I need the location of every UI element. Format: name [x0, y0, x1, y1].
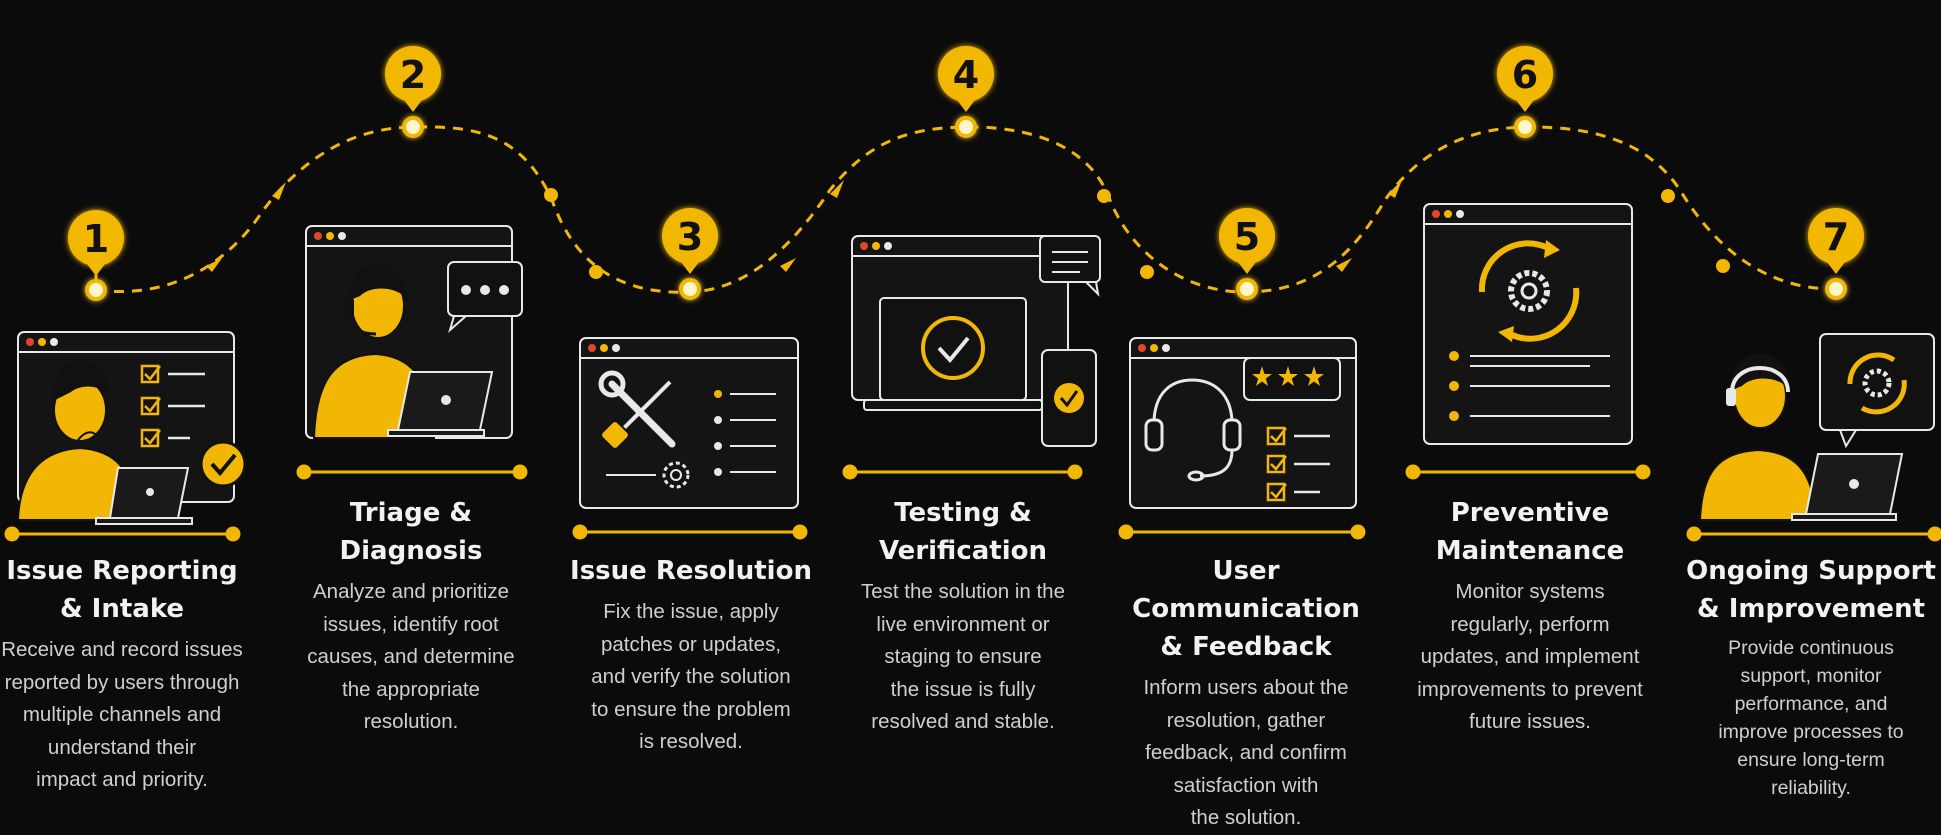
chat-bubble-icon: [1039, 235, 1101, 297]
marker-number: 7: [1823, 215, 1849, 259]
flow-path-layer: 1 2 3 4 5 6: [4, 46, 1941, 542]
step-title: Issue Reporting & Intake: [6, 556, 238, 624]
step-title: User Communication & Feedback: [1132, 556, 1360, 662]
step-title: Ongoing Support & Improvement: [1686, 556, 1936, 624]
marker-number: 5: [1234, 215, 1260, 259]
step-description: Fix the issue, apply patches or updates,…: [591, 600, 791, 753]
step-description: Analyze and prioritize issues, identify …: [307, 580, 515, 733]
marker-number: 3: [677, 215, 703, 259]
step-description: Provide continuous support, monitor perf…: [1718, 637, 1904, 799]
path-arrows: [206, 180, 1402, 272]
person-thinking-icon: [16, 361, 140, 521]
illustration-step-5: [1129, 337, 1357, 509]
marker-6: 6: [1497, 46, 1553, 138]
step-description: Receive and record issues reported by us…: [1, 638, 243, 791]
check-badge-icon: [199, 440, 247, 488]
path-nodes: [544, 188, 1730, 279]
marker-3: 3: [662, 208, 718, 300]
marker-number: 4: [953, 53, 979, 97]
headset-agent-icon: [1698, 353, 1818, 521]
list-icon: [714, 390, 776, 476]
step-7: Ongoing Support & Improvement Provide co…: [1684, 552, 1938, 802]
step-title: Preventive Maintenance: [1435, 498, 1625, 566]
step-5: User Communication & Feedback Inform use…: [1110, 552, 1382, 835]
marker-5: 5: [1219, 208, 1275, 300]
marker-number: 1: [83, 217, 109, 261]
laptop-icon: [95, 467, 193, 525]
process-infographic: 1 2 3 4 5 6: [0, 46, 1941, 829]
marker-2: 2: [385, 46, 441, 138]
step-2: Triage & Diagnosis Analyze and prioritiz…: [284, 494, 538, 739]
window-icon: [1423, 203, 1633, 445]
marker-7: 7: [1808, 208, 1864, 300]
checklist-icon: [1266, 426, 1330, 502]
step-description: Test the solution in the live environmen…: [861, 580, 1065, 733]
illustration-step-4: [851, 235, 1101, 447]
step-3: Issue Resolution Fix the issue, apply pa…: [566, 552, 816, 759]
illustration-step-2: [305, 225, 523, 439]
checklist-icon: [140, 364, 205, 448]
marker-1: 1: [68, 210, 124, 301]
illustration-step-3: [579, 337, 799, 509]
step-4: Testing & Verification Test the solution…: [838, 494, 1088, 739]
gear-cycle-icon: [1819, 333, 1935, 449]
chat-bubble-icon: [447, 261, 523, 333]
step-description: Monitor systems regularly, perform updat…: [1417, 580, 1643, 733]
step-title: Testing & Verification: [878, 498, 1047, 566]
headset-icon: [1144, 378, 1242, 482]
step-title: Triage & Diagnosis: [339, 498, 483, 566]
phone-check-icon: [1041, 349, 1097, 447]
window-icon: [579, 337, 799, 509]
laptop-icon: [1791, 453, 1904, 521]
star-rating-icon: [1243, 357, 1341, 401]
gear-cycle-icon: [1478, 240, 1580, 342]
step-1: Issue Reporting & Intake Receive and rec…: [0, 552, 244, 797]
list-icon: [1449, 351, 1610, 421]
marker-4: 4: [938, 46, 994, 138]
step-6: Preventive Maintenance Monitor systems r…: [1400, 494, 1660, 739]
laptop-icon: [387, 371, 494, 437]
wrench-screwdriver-icon: [598, 370, 676, 450]
illustration-step-1: [16, 331, 247, 525]
step-title: Issue Resolution: [570, 556, 812, 586]
marker-number: 2: [400, 53, 426, 97]
marker-number: 6: [1512, 53, 1538, 97]
gear-icon: [606, 461, 690, 489]
baselines: [4, 464, 1941, 542]
laptop-check-icon: [863, 297, 1043, 411]
illustration-step-7: [1698, 333, 1935, 521]
step-description: Inform users about the resolution, gathe…: [1143, 676, 1349, 829]
illustration-step-6: [1423, 203, 1633, 445]
